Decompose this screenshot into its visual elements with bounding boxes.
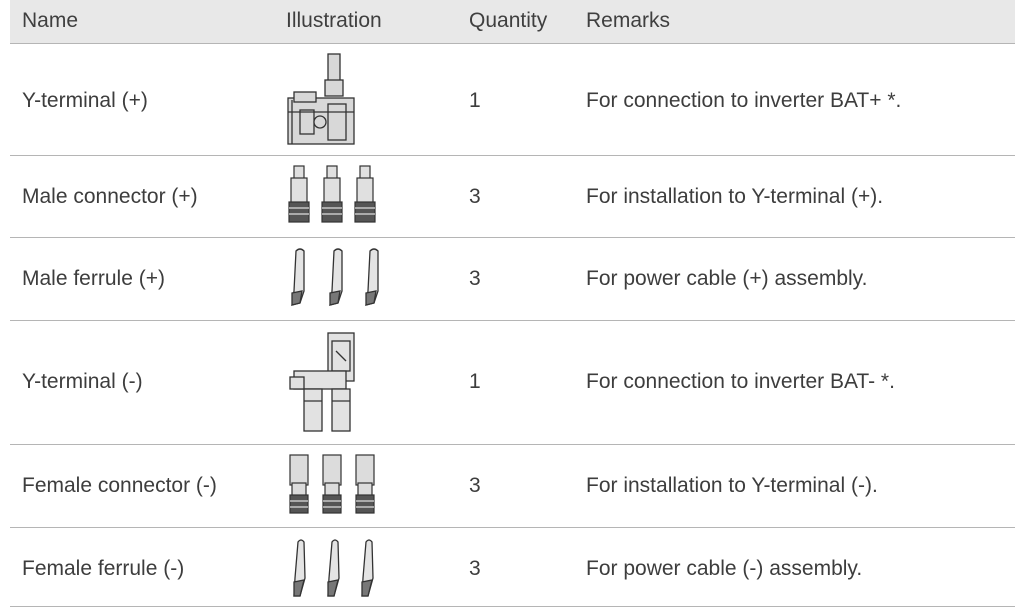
row-remarks: For installation to Y-terminal (-). [586,474,878,497]
male-ferrule-icon [280,247,390,316]
row-remarks: For power cable (+) assembly. [586,267,868,290]
row-quantity: 1 [469,370,481,393]
y-terminal-negative-icon [280,331,360,440]
female-connector-icon [280,453,390,522]
row-quantity: 1 [469,89,481,112]
table-header: Name Illustration Quantity Remarks [10,0,1015,43]
row-quantity: 3 [469,267,481,290]
table-row: Female ferrule (-) 3 For power cable (-)… [10,527,1015,611]
female-ferrule-icon [280,538,390,607]
row-quantity: 3 [469,557,481,580]
header-remarks: Remarks [586,9,671,32]
accessories-table: Name Illustration Quantity Remarks Y-ter… [10,0,1015,611]
row-name: Male ferrule (+) [22,267,165,290]
header-quantity: Quantity [469,9,548,32]
table-bottom-divider [10,606,1015,607]
table-row: Male connector (+) [10,155,1015,237]
header-name: Name [22,9,79,32]
table-row: Y-terminal (-) 1 For connection to inver… [10,320,1015,444]
y-terminal-positive-icon [280,52,360,153]
male-connector-icon [280,164,390,231]
row-remarks: For connection to inverter BAT- *. [586,370,895,393]
table-row: Female connector (-) [10,444,1015,527]
row-name: Female connector (-) [22,474,217,497]
table-row: Male ferrule (+) 3 For power cable (+) a… [10,237,1015,320]
row-remarks: For connection to inverter BAT+ *. [586,89,902,112]
row-name: Female ferrule (-) [22,557,185,580]
row-remarks: For power cable (-) assembly. [586,557,863,580]
row-remarks: For installation to Y-terminal (+). [586,185,884,208]
row-quantity: 3 [469,474,481,497]
row-name: Male connector (+) [22,185,198,208]
row-name: Y-terminal (-) [22,370,143,393]
row-quantity: 3 [469,185,481,208]
row-name: Y-terminal (+) [22,89,148,112]
table-row: Y-terminal (+) 1 For connection to inver… [10,43,1015,155]
header-illustration: Illustration [286,9,382,32]
